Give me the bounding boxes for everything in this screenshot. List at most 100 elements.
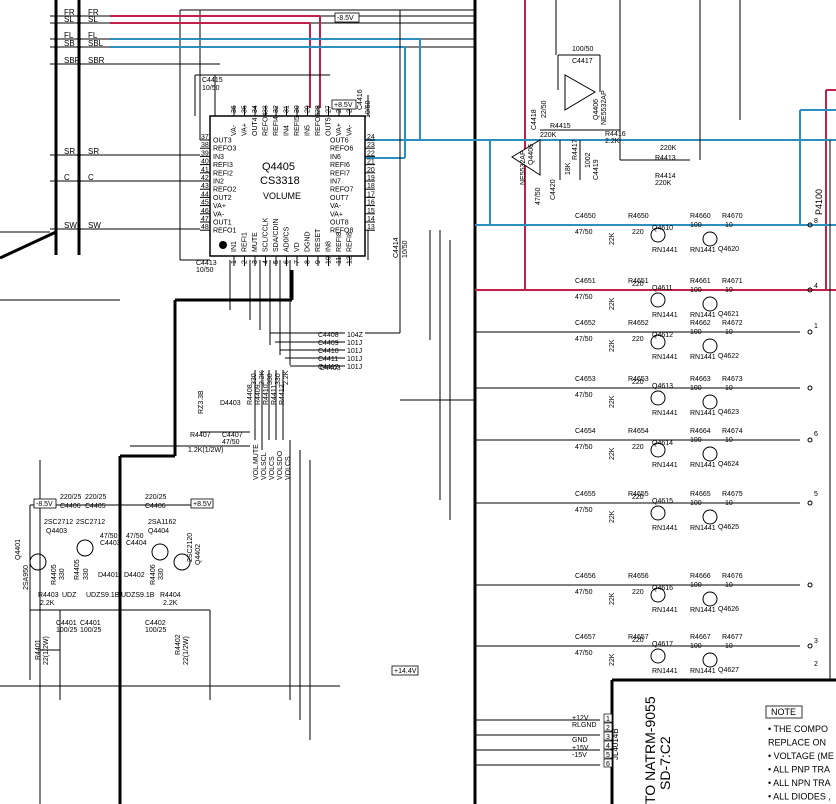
svg-text:10/50: 10/50 [365,100,372,118]
opamp-section: 100/50 C4417 Q4406 NE5532AP NE5532AP Q44… [511,0,741,205]
channel-bias-res: 22K [609,232,616,245]
svg-text:R4406: R4406 [150,564,157,585]
channel-res-value: 220 [632,336,644,343]
channel-res-ref: R4653 [628,376,649,383]
ic-pin-number: 13 [367,224,375,231]
svg-text:C4415: C4415 [202,77,223,84]
svg-text:R4407: R4407 [190,432,211,439]
channel-res-value: 100 [690,287,702,294]
channel-res-value: 10 [725,287,733,294]
output-channel: C465447/50R4654220R4664100R46741022KQ461… [475,428,813,469]
jl-net-label: +15V [572,745,589,752]
input-label: FL [88,31,98,40]
ic-pin-number: 24 [367,134,375,141]
ic-pin-number: 7 [294,260,301,264]
svg-text:R4414: R4414 [655,173,676,180]
jl-ref: JL4014B [611,728,620,760]
ic-pin-name: VA- [347,124,354,136]
svg-text:UDZ: UDZ [62,592,77,599]
channel-res-value: 220 [632,444,644,451]
bus-cap-ref: C4410 [318,348,339,355]
input-label: SW [88,221,101,230]
channel-res-value: 10 [725,500,733,507]
channel-cap-value: 47/50 [575,444,593,451]
svg-text:C4403: C4403 [100,540,121,547]
input-label: SL [64,15,74,24]
jl-net-label: GND [572,737,588,744]
bus-cap-value: 101J [347,356,362,363]
svg-text:D4403: D4403 [320,365,341,372]
svg-text:Q4401: Q4401 [15,539,22,560]
svg-text:220/25: 220/25 [145,494,167,501]
ic-pin-name: OUT6 [330,138,349,145]
svg-text:330: 330 [158,568,165,580]
bus-net-label: VOLCS [285,456,292,480]
channel-resistor-network: RN1441 [652,247,678,254]
svg-text:D4403: D4403 [220,400,241,407]
rail-plus85-tag: +8.5V [334,102,353,109]
ic-pin-number: 3 [252,260,259,264]
ic-pin-number: 4 [263,260,270,264]
ic-pin-number: 15 [367,208,375,215]
ic-pin-number: 29 [305,105,312,113]
svg-text:NE5532AP: NE5532AP [601,90,608,125]
input-label: SL [88,15,98,24]
ic-pin-number: 41 [201,167,209,174]
input-label: SR [64,147,75,156]
ic-pin-number: 12 [347,256,354,264]
ic-pin-name: MUTE [252,232,259,252]
svg-text:R4401: R4401 [35,639,42,660]
ic-pin-name: AD0/CS [284,226,291,252]
ic-pin-number: 14 [367,216,375,223]
res-bus: R4408330R44092.2KR4410330R4411330R44122.… [247,370,290,405]
ic-pin-name: REFI2 [213,170,233,177]
ic-pin-number: 38 [201,142,209,149]
channel-res-ref: R4654 [628,428,649,435]
channel-cap-ref: C4653 [575,376,596,383]
ic-pin-name: REFO7 [330,187,353,194]
svg-text:220/25: 220/25 [85,494,107,501]
channel-res-value: 220 [632,589,644,596]
channel-res-ref: R4672 [722,320,743,327]
channel-bias-res: 22K [609,447,616,460]
channel-res-value: 220 [632,281,644,288]
ic-pin-name: DGND [305,231,312,252]
ic-pin-name: REFO5 [315,113,322,136]
channel-res-ref: R4652 [628,320,649,327]
svg-text:100/25: 100/25 [56,627,78,634]
svg-text:2.2K: 2.2K [163,600,178,607]
ic-pin-number: 8 [305,260,312,264]
ic-pin-name: VA+ [336,123,343,136]
svg-text:R4405: R4405 [74,559,81,580]
note-title: NOTE [771,707,796,717]
connector-ref: P4100 [814,189,824,215]
channel-res-ref: R4667 [690,634,711,641]
ic-pin-number: 42 [201,175,209,182]
to-line2: SD-7:C2 [657,736,673,790]
svg-text:RZ3.3B: RZ3.3B [198,390,205,414]
channel-res-ref: R4673 [722,376,743,383]
note-line: • VOLTAGE (ME [768,751,834,761]
note-line: • ALL DIODES , [768,792,831,802]
channel-res-value: 100 [690,329,702,336]
channel-res-value: 10 [725,437,733,444]
ic-pin-number: 23 [367,142,375,149]
ic-pin-number: 6 [284,260,291,264]
channel-res-ref: R4662 [690,320,711,327]
channel-resistor-network: RN1441 [652,462,678,469]
channel-res-value: 10 [725,329,733,336]
svg-text:C4407: C4407 [222,432,243,439]
svg-text:UDZS9.1B: UDZS9.1B [121,592,155,599]
channel-cap-value: 47/50 [575,294,593,301]
ic-pin-name: VA+ [242,123,249,136]
connector-pin-number: 5 [814,491,818,498]
ic-pin-number: 34 [252,105,259,113]
input-label: FR [64,8,75,17]
ic-pin-number: 21 [367,159,375,166]
jl-pin-number: 4 [606,743,610,750]
ic-pin-name: VA+ [213,203,226,210]
